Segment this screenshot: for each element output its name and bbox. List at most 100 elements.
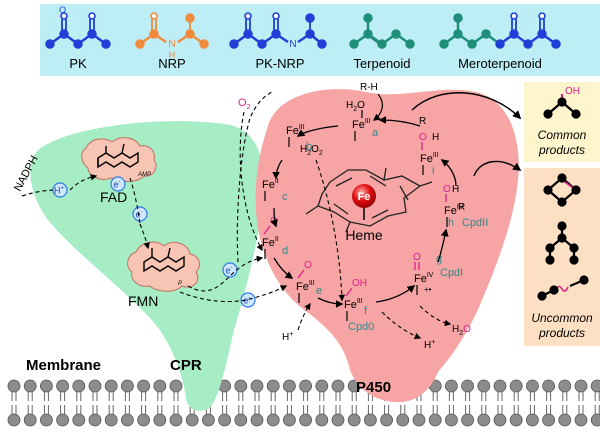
svg-text:e-: e- xyxy=(135,210,142,220)
lipid-head xyxy=(7,413,21,427)
heme-iron-label: Fe xyxy=(358,191,371,203)
o2-arrow xyxy=(239,111,263,252)
lipid-head xyxy=(331,379,345,393)
substrate-rh: R-H xyxy=(360,82,378,93)
h2o2-arrow xyxy=(315,159,346,302)
nrp-h: H xyxy=(169,50,176,60)
meroterpenoid-structure xyxy=(439,12,561,49)
state-g-radical-cation: +• xyxy=(424,285,432,294)
svg-text:FeIV: FeIV xyxy=(444,204,464,217)
arrow-to-common-products xyxy=(411,92,522,120)
cpdii-label: CpdII xyxy=(462,217,488,229)
pk-nrp-structure xyxy=(229,12,327,49)
lipid-head xyxy=(461,413,475,427)
lipid-head xyxy=(574,413,588,427)
lipid-head xyxy=(169,413,183,427)
lipid-head xyxy=(444,379,458,393)
membrane-bilayer xyxy=(0,379,600,427)
svg-text:FeIII: FeIII xyxy=(352,118,371,131)
lipid-head xyxy=(590,379,600,393)
lipid-head xyxy=(282,379,296,393)
state-f-hydroperoxo: OH xyxy=(352,278,367,289)
svg-text:d: d xyxy=(282,245,288,257)
common-label-1: Common xyxy=(538,128,587,142)
lipid-head xyxy=(299,379,313,393)
lipid-head xyxy=(477,379,491,393)
fmn-label: FMN xyxy=(128,293,158,309)
pk-nrp-n: N xyxy=(289,39,296,50)
lipid-head xyxy=(428,413,442,427)
lipid-head xyxy=(299,413,313,427)
pk-o1: O xyxy=(59,5,66,15)
lipid-head xyxy=(526,413,539,427)
h2o2-label: H2O2 xyxy=(300,144,323,157)
lipid-head xyxy=(590,413,600,427)
electron-bubble-4: e- xyxy=(240,292,256,308)
common-label-2: products xyxy=(538,143,585,157)
lipid-head xyxy=(88,379,102,393)
state-g-oxo: O xyxy=(413,252,421,263)
fad-amp-label: AMP xyxy=(137,172,151,178)
water-out-label: H2O xyxy=(452,324,471,337)
lipid-head xyxy=(574,379,588,393)
lipid-head xyxy=(396,413,410,427)
svg-text:FeII: FeII xyxy=(262,236,279,249)
lipid-head xyxy=(104,413,118,427)
nrp-label: NRP xyxy=(158,56,185,71)
svg-text:e-: e- xyxy=(225,266,232,276)
lipid-head xyxy=(542,413,555,427)
svg-text:FeII: FeII xyxy=(262,178,279,191)
svg-text:FeIII: FeIII xyxy=(420,152,439,165)
lipid-head xyxy=(250,379,264,393)
svg-text:i: i xyxy=(432,165,434,177)
svg-text:FeIV: FeIV xyxy=(414,272,434,285)
lipid-head xyxy=(461,379,475,393)
state-h-radical: R xyxy=(458,202,465,213)
lipid-head xyxy=(40,379,53,393)
fmn-cofactor-blob xyxy=(127,241,200,292)
electron-bubble-3: e- xyxy=(222,262,238,278)
state-a-water: H2O xyxy=(346,100,365,113)
svg-text:e: e xyxy=(316,285,322,297)
lipid-head xyxy=(72,379,86,393)
svg-text:a: a xyxy=(372,127,379,139)
heme-iron xyxy=(352,184,376,208)
lipid-head xyxy=(558,379,572,393)
fad-cofactor-blob xyxy=(81,137,157,182)
svg-text:e-: e- xyxy=(243,296,250,306)
fmn-p-label: P xyxy=(178,281,182,287)
p450-label: P450 xyxy=(356,379,391,396)
cpdi-label: CpdI xyxy=(440,267,463,279)
arrow-to-uncommon-products xyxy=(473,160,522,177)
lipid-head xyxy=(493,413,507,427)
svg-text:c: c xyxy=(282,191,288,203)
svg-text:FeIII: FeIII xyxy=(344,298,363,311)
proton-bubble: H+ xyxy=(52,182,68,198)
lipid-head xyxy=(250,413,264,427)
lipid-head xyxy=(363,413,377,427)
lipid-head xyxy=(526,379,539,393)
lipid-head xyxy=(234,413,248,427)
lipid-head xyxy=(40,413,53,427)
heme-porphyrin xyxy=(305,167,433,233)
lipid-head xyxy=(153,379,167,393)
state-i-r-group: R xyxy=(419,116,426,127)
state-e-oxygen: O xyxy=(304,260,312,271)
lipid-head xyxy=(137,379,151,393)
lipid-head xyxy=(509,379,523,393)
nrp-structure xyxy=(135,12,209,49)
lipid-head xyxy=(266,413,280,427)
pk-structure xyxy=(45,12,111,49)
lipid-head xyxy=(121,413,134,427)
h-plus-2: H+ xyxy=(424,339,435,351)
lipid-head xyxy=(121,379,134,393)
uncommon-label-1: Uncommon xyxy=(531,311,593,325)
lipid-head xyxy=(56,413,69,427)
lipid-head xyxy=(315,413,329,427)
lipid-head xyxy=(558,413,572,427)
uncommon-label-2: products xyxy=(538,326,585,340)
lipid-head xyxy=(218,413,232,427)
common-oh: OH xyxy=(565,86,580,97)
